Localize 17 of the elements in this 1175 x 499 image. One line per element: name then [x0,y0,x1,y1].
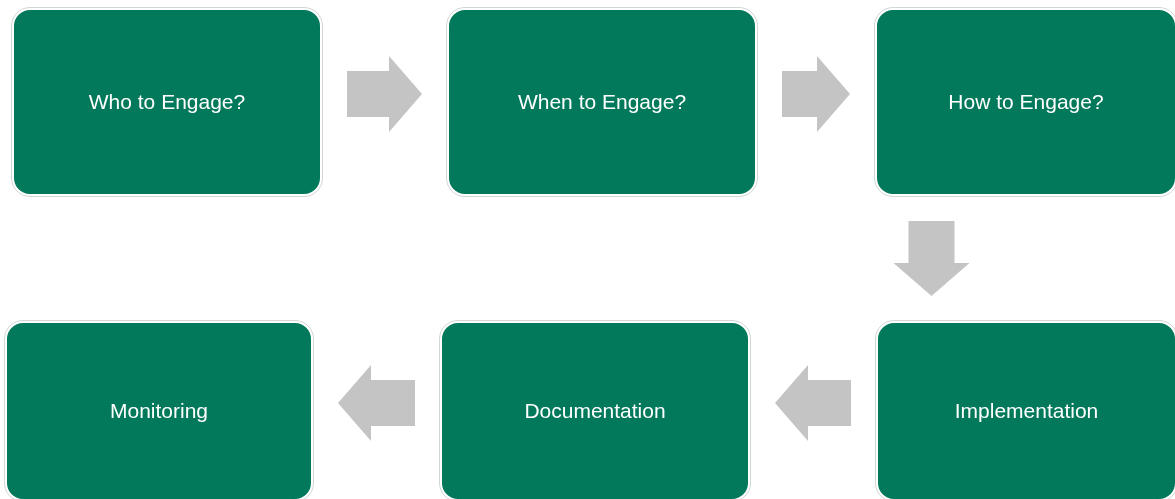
step-label: Documentation [524,399,666,423]
block-arrow [775,365,851,441]
step-label: Who to Engage? [88,90,246,114]
process-box [5,321,313,499]
step-label: Implementation [954,399,1099,423]
process-box [12,8,322,196]
step-label: Monitoring [109,399,209,423]
process-box [875,8,1175,196]
block-arrow [338,365,415,441]
step-label: How to Engage? [948,90,1104,114]
block-arrow [782,56,850,132]
process-box [440,321,750,499]
block-arrow [347,56,422,132]
process-box [876,321,1175,499]
process-box [447,8,757,196]
step-label: When to Engage? [517,90,687,114]
block-arrow [893,221,970,296]
